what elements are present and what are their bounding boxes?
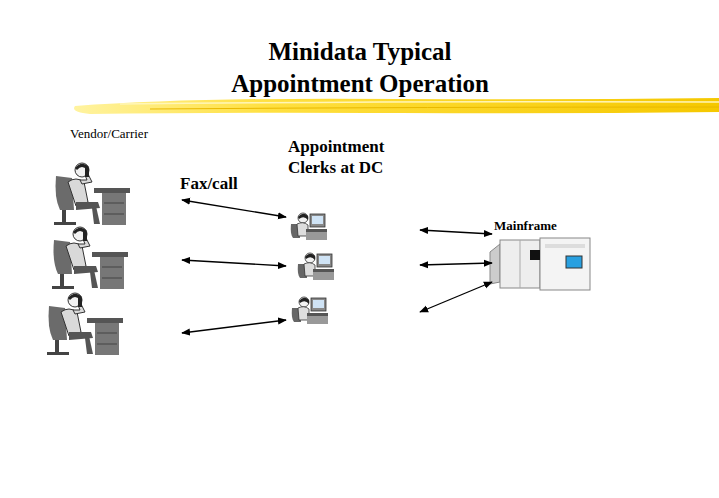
double-arrow <box>420 263 492 265</box>
double-arrow <box>420 230 492 234</box>
clerk-icon <box>292 297 328 324</box>
double-arrow <box>182 320 286 333</box>
vendor-icon <box>47 293 123 355</box>
brush-streak <box>150 107 719 109</box>
double-arrow <box>420 282 492 312</box>
diagram-title: Minidata Typical Appointment Operation <box>205 36 515 100</box>
node-label: Mainframe <box>494 218 557 234</box>
actor-group: Vendor/Carrier <box>70 126 180 351</box>
vendor-icon <box>54 163 130 225</box>
clerk-icon <box>291 213 327 240</box>
brush-streak <box>120 102 719 104</box>
system-box: Mainframe <box>494 218 590 290</box>
node-label: Vendor/Carrier <box>70 126 148 142</box>
node-label: Appointment Clerks at DC <box>288 136 414 178</box>
vendor-icon <box>52 227 128 289</box>
clerk-icon <box>298 253 334 280</box>
clerk-group: Appointment Clerks at DC <box>288 136 418 326</box>
double-arrow <box>182 260 286 266</box>
double-arrow <box>182 200 286 217</box>
mainframe-icon <box>490 238 590 290</box>
title-underline <box>74 98 719 114</box>
edge-label: Fax/call <box>178 174 240 194</box>
